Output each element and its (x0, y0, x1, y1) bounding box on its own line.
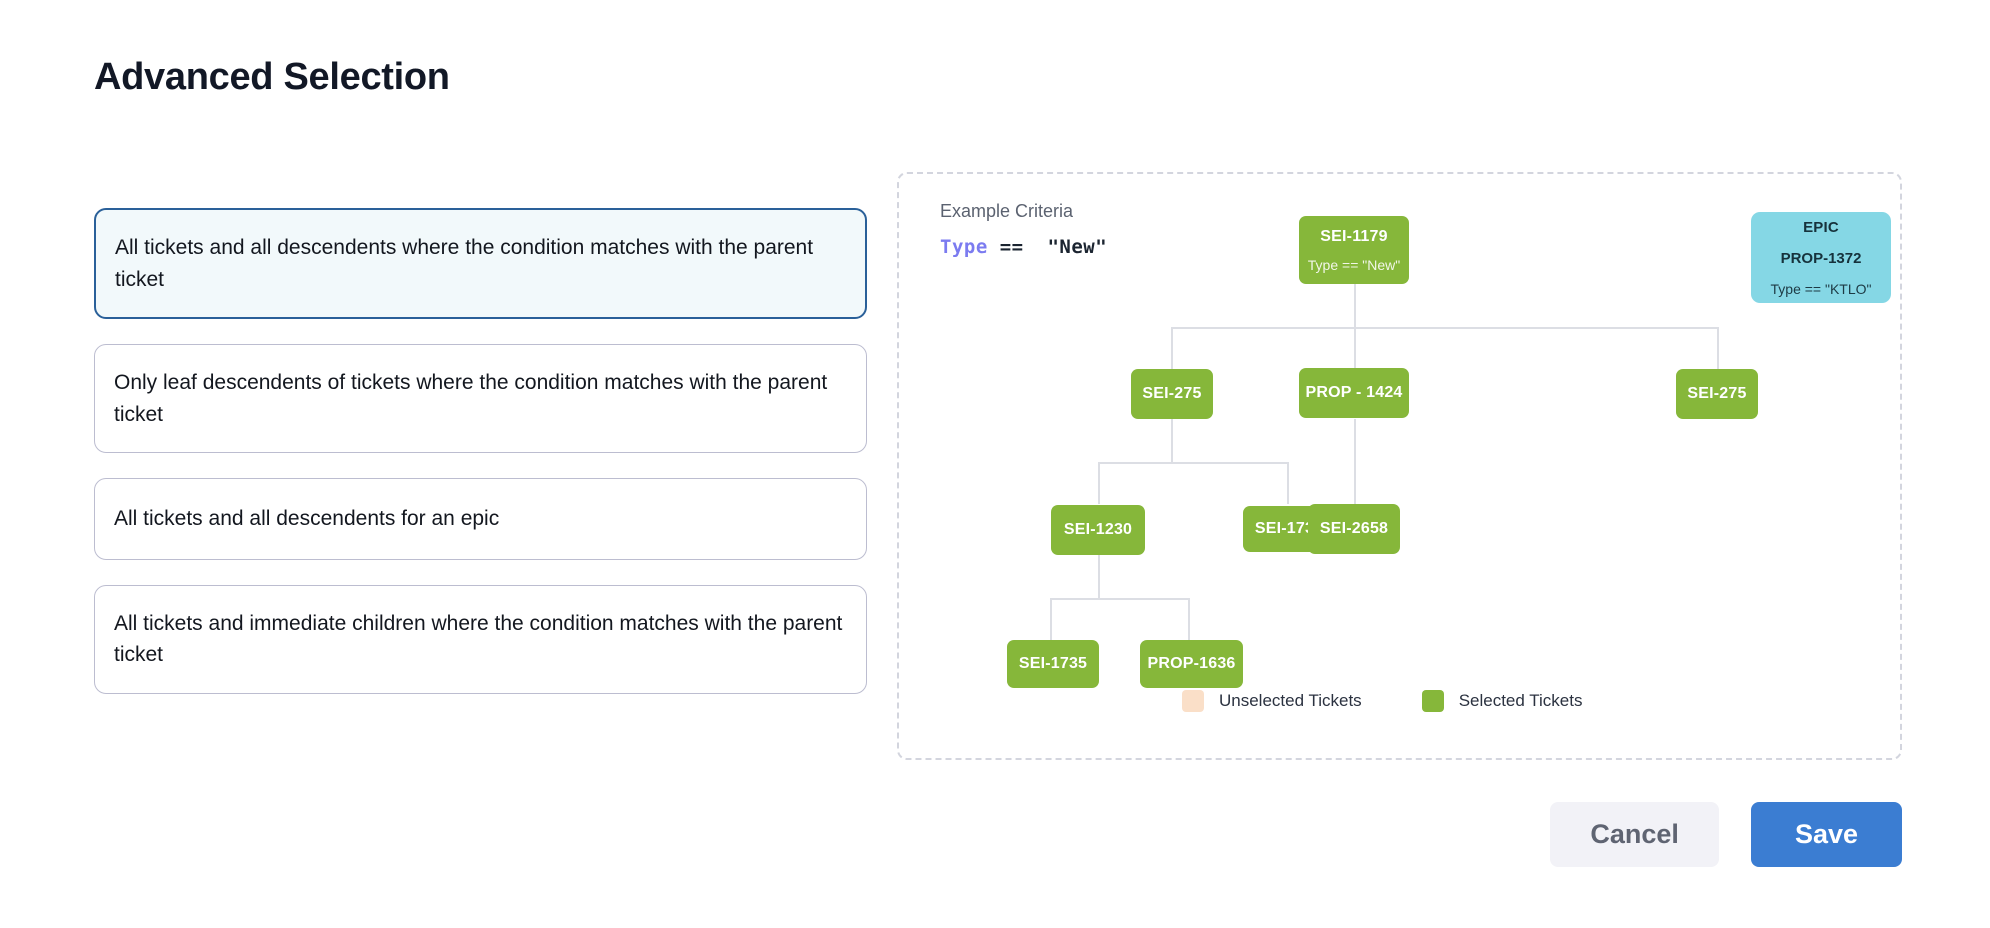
connector-level3-bar (1050, 598, 1189, 600)
node-id: SEI-2658 (1319, 520, 1389, 537)
node-id: SEI-1179 (1320, 227, 1388, 245)
connector-root-stem (1354, 284, 1356, 328)
criteria-keyword: Type (940, 236, 988, 258)
epic-id: PROP-1372 (1780, 249, 1862, 267)
connector-prop1424-to-sei2658 (1354, 419, 1356, 504)
option-label: All tickets and all descendents for an e… (114, 507, 500, 530)
option-card-immediate-children[interactable]: All tickets and immediate children where… (94, 584, 867, 694)
node-id: PROP - 1424 (1305, 384, 1403, 401)
connector-level1-bar (1171, 327, 1717, 329)
save-button[interactable]: Save (1750, 802, 1902, 867)
legend-swatch-selected (1421, 690, 1444, 712)
node-id: SEI-1735 (1254, 520, 1324, 537)
legend-swatch-unselected (1182, 690, 1204, 712)
option-label: All tickets and immediate children where… (114, 611, 843, 667)
node-sei-1230[interactable]: SEI-1230 (1051, 505, 1145, 555)
connector-sei1230-stem (1098, 555, 1100, 599)
option-card-leaf-descendents[interactable]: Only leaf descendents of tickets where t… (94, 344, 867, 453)
connector-level2-left (1098, 462, 1100, 504)
cancel-button[interactable]: Cancel (1550, 802, 1719, 867)
option-card-all-descendents[interactable]: All tickets and all descendents where th… (94, 208, 867, 319)
node-id: SEI-1735 (1018, 655, 1088, 672)
node-sei-275-left[interactable]: SEI-275 (1131, 369, 1213, 419)
legend-item-selected: Selected Tickets (1421, 690, 1583, 712)
legend-label: Selected Tickets (1458, 691, 1583, 710)
page-title: Advanced Selection (94, 56, 450, 98)
example-diagram-panel: Example Criteria Type == "New" EPIC PROP… (897, 172, 1902, 760)
connector-level2-bar (1098, 462, 1288, 464)
node-epic-prop-1372[interactable]: EPIC PROP-1372 Type == "KTLO" (1751, 212, 1891, 303)
connector-level1-right (1717, 327, 1719, 369)
connector-level2-right (1287, 462, 1289, 504)
dialog-footer: Cancel Save (1550, 802, 1902, 867)
node-sei-2658[interactable]: SEI-2658 (1308, 504, 1400, 554)
node-sei-275-right[interactable]: SEI-275 (1676, 369, 1758, 419)
node-id: PROP-1636 (1147, 655, 1236, 672)
criteria-operator-value: == "New" (987, 236, 1108, 258)
epic-kind-label: EPIC (1803, 218, 1839, 236)
node-sei-1179[interactable]: SEI-1179 Type == "New" (1299, 216, 1409, 284)
connector-sei275-stem (1171, 419, 1173, 463)
connector-level3-right (1188, 598, 1190, 640)
node-id: SEI-275 (1687, 385, 1747, 402)
legend-item-unselected: Unselected Tickets (1182, 690, 1362, 712)
criteria-expression: Type == "New" (940, 236, 1107, 258)
node-prop-1636[interactable]: PROP-1636 (1140, 640, 1243, 688)
option-label: Only leaf descendents of tickets where t… (114, 371, 828, 426)
connector-level1-left (1171, 327, 1173, 369)
connector-level1-mid (1354, 327, 1356, 369)
node-prop-1424[interactable]: PROP - 1424 (1299, 368, 1409, 418)
criteria-label: Example Criteria (940, 201, 1074, 221)
selection-options-list: All tickets and all descendents where th… (94, 208, 867, 719)
node-id: SEI-275 (1142, 385, 1202, 402)
diagram-legend: Unselected Tickets Selected Tickets (1182, 690, 1642, 712)
node-sei-1735-level3[interactable]: SEI-1735 (1007, 640, 1099, 688)
option-card-epic-descendents[interactable]: All tickets and all descendents for an e… (94, 478, 867, 560)
node-condition: Type == "New" (1307, 256, 1401, 273)
option-label: All tickets and all descendents where th… (115, 236, 814, 291)
legend-label: Unselected Tickets (1219, 691, 1362, 710)
epic-condition: Type == "KTLO" (1770, 280, 1872, 297)
connector-level3-left (1050, 598, 1052, 640)
node-id: SEI-1230 (1063, 521, 1133, 538)
